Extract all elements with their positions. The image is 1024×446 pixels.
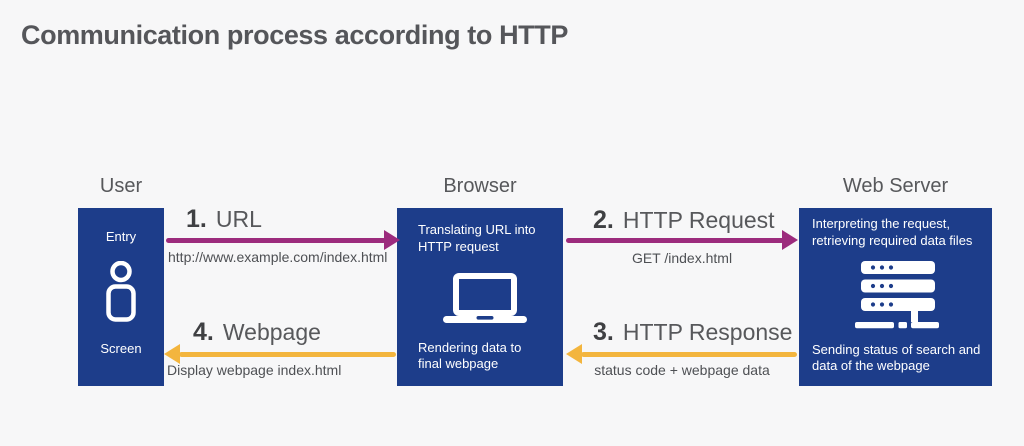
arrow-1-sublabel: http://www.example.com/index.html: [168, 249, 388, 265]
server-bottom-text: Sending status of search and data of the…: [812, 341, 981, 374]
user-entry-label: Entry: [105, 229, 137, 244]
arrow-right-icon: [782, 230, 798, 250]
browser-node-box: Translating URL into HTTP request Render…: [397, 208, 563, 386]
arrow-3-sublabel: status code + webpage data: [594, 362, 770, 378]
arrow-4-number: 4.: [193, 318, 214, 346]
page-title: Communication process according to HTTP: [21, 20, 568, 50]
arrow-right-icon: [384, 230, 400, 250]
arrow-4-text: Webpage: [222, 319, 321, 345]
user-screen-label: Screen: [100, 341, 142, 357]
arrow-3-text: HTTP Response: [622, 319, 793, 345]
arrow-3-line: [581, 352, 797, 357]
server-top-text: Interpreting the request, retrieving req…: [812, 216, 973, 248]
arrow-4-line: [179, 352, 396, 357]
person-icon: [106, 260, 136, 322]
browser-column-label: Browser: [443, 175, 517, 197]
browser-bottom-text: Rendering data to final webpage: [418, 339, 522, 372]
user-column-label: User: [99, 175, 143, 197]
web-server-node-box: Interpreting the request, retrieving req…: [799, 208, 992, 386]
arrow-4-sublabel: Display webpage index.html: [167, 362, 342, 378]
server-icon: [855, 261, 939, 329]
arrow-2-number: 2.: [593, 206, 614, 234]
laptop-icon: [442, 272, 527, 323]
arrow-1-label: 1. URL: [186, 205, 262, 234]
arrow-2-sublabel: GET /index.html: [631, 250, 733, 266]
arrow-4-label: 4. Webpage: [193, 318, 321, 347]
user-node-box: Entry Screen: [78, 208, 164, 386]
web-server-column-label: Web Server: [842, 175, 949, 197]
arrow-left-icon: [566, 344, 582, 364]
arrow-2-label: 2. HTTP Request: [593, 206, 775, 235]
arrow-3-label: 3. HTTP Response: [593, 318, 792, 347]
browser-top-text: Translating URL into HTTP request: [418, 222, 536, 254]
arrow-2-text: HTTP Request: [622, 207, 775, 233]
arrow-1-line: [166, 238, 386, 243]
arrow-2-line: [566, 238, 784, 243]
arrow-1-text: URL: [215, 206, 262, 232]
arrow-1-number: 1.: [186, 205, 207, 233]
arrow-3-number: 3.: [593, 318, 614, 346]
arrow-left-icon: [164, 344, 180, 364]
